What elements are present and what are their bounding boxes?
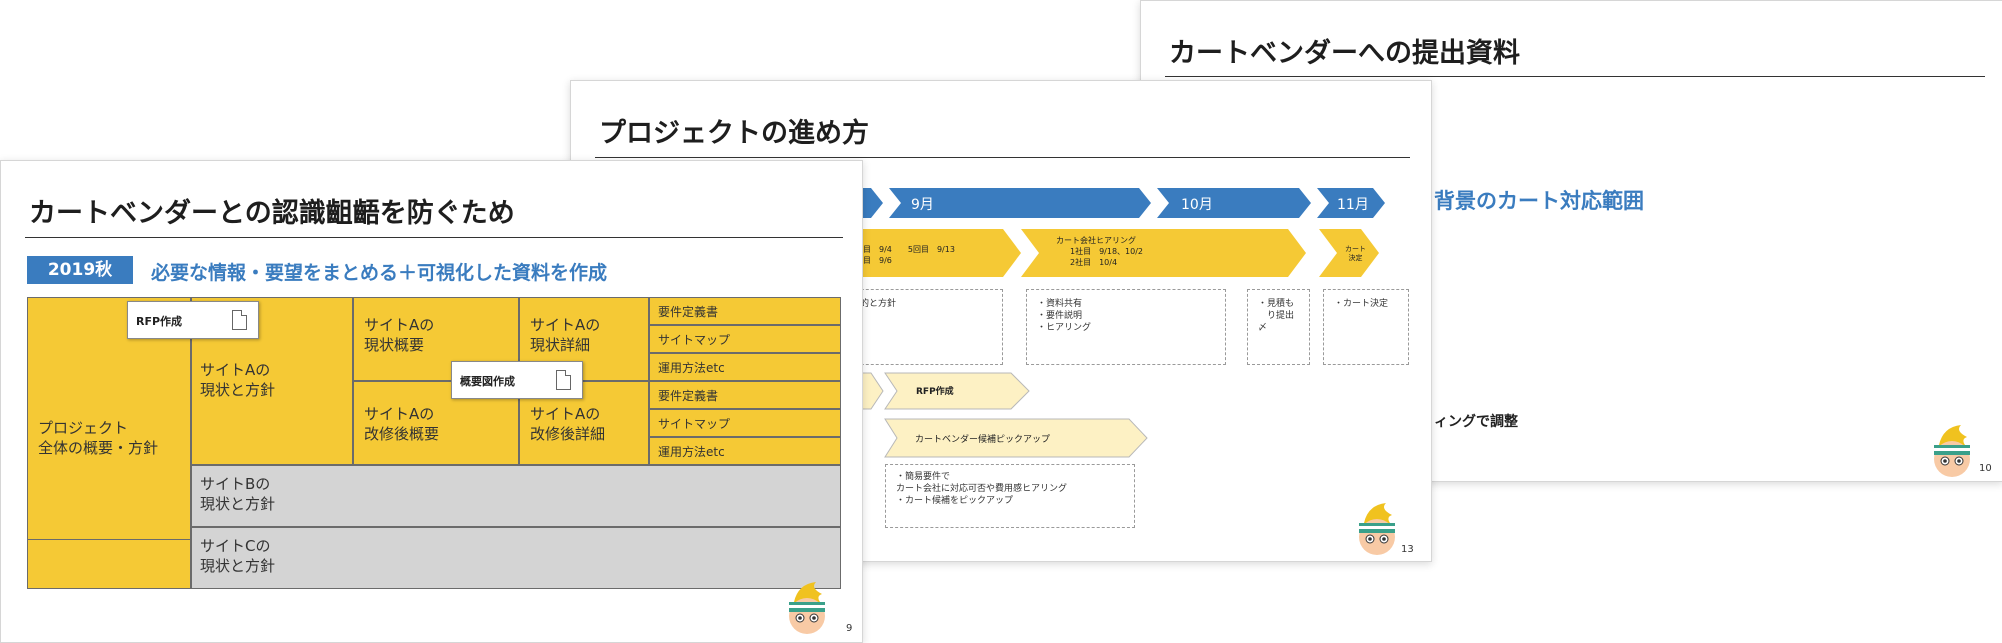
pickup-chevron — [884, 418, 1148, 458]
site-c-policy-cell: サイトCの 現状と方針 — [191, 527, 841, 589]
detail-box-d: ・カート決定 — [1323, 289, 1409, 365]
season-badge: 2019秋 — [27, 256, 133, 284]
detail-box-e: ・簡易要件で カート会社に対応可否や費用感ヒアリング ・カート候補をピックアップ — [885, 464, 1135, 528]
rfp-note: RFP作成 — [127, 301, 259, 339]
subtitle: 必要な情報・要望をまとめる＋可視化した資料を作成 — [151, 262, 608, 284]
page-number: 13 — [1401, 544, 1414, 555]
doc-cell-sitemap-1: サイトマップ — [649, 325, 841, 353]
phase-chevrons — [831, 229, 1379, 277]
slide-9: カートベンダーとの認識齟齬を防ぐため 2019秋 必要な情報・要望をまとめる＋可… — [0, 160, 863, 643]
site-a-current-detail-cell: サイトAの 現状詳細 — [519, 297, 649, 381]
doc-cell-sitemap-2: サイトマップ — [649, 409, 841, 437]
doc-cell-requirements-1: 要件定義書 — [649, 297, 841, 325]
doc-cell-operation-1: 運用方法etc — [649, 353, 841, 381]
rfp-chevron-label: RFP作成 — [916, 387, 954, 397]
title-rule — [595, 157, 1410, 158]
month-arrow-10 — [1157, 188, 1311, 218]
phase-chevron-c — [1319, 229, 1379, 277]
doc-cell-requirements-2: 要件定義書 — [649, 381, 841, 409]
month-9-label: 9月 — [911, 197, 934, 213]
site-b-policy-cell: サイトBの 現状と方針 — [191, 465, 841, 527]
month-arrow-9 — [889, 188, 1151, 218]
slide-title: プロジェクトの進め方 — [599, 118, 869, 149]
mascot-icon — [1934, 425, 1970, 477]
overview-note-label: 概要図作成 — [460, 375, 515, 388]
slide-title: カートベンダーへの提出資料 — [1169, 38, 1520, 69]
phase-chevron-b — [1021, 229, 1306, 277]
rfp-note-label: RFP作成 — [136, 315, 183, 328]
month-arrow-11 — [1317, 188, 1385, 218]
month-arrows — [831, 188, 1385, 218]
document-icon — [556, 370, 571, 390]
body-text: ィングで調整 — [1434, 414, 1518, 430]
rfp-chevron — [884, 372, 1030, 410]
month-10-label: 10月 — [1181, 197, 1213, 213]
page-number: 9 — [846, 623, 853, 634]
doc-cell-operation-2: 運用方法etc — [649, 437, 841, 465]
phase-chevron-a — [831, 229, 1021, 277]
title-rule — [1165, 76, 1985, 77]
page-number: 10 — [1979, 463, 1992, 474]
phase-c-text: カート 決定 — [1345, 245, 1366, 262]
title-rule — [25, 237, 843, 238]
mascot-icon — [789, 582, 825, 634]
pickup-chevron-label: カートベンダー候補ピックアップ — [915, 435, 1051, 445]
phase-b-text: カート会社ヒアリング 1社目 9/18、10/2 2社目 10/4 — [1056, 236, 1144, 267]
mascot-icon — [1359, 503, 1395, 555]
document-icon — [232, 310, 247, 330]
detail-box-b: ・資料共有 ・要件説明 ・ヒアリング — [1026, 289, 1226, 365]
phase-a-text: 目 9/4 5回目 9/13 目 9/6 — [863, 245, 955, 265]
overview-diagram-note: 概要図作成 — [451, 361, 583, 399]
section-heading: 背景のカート対応範囲 — [1434, 189, 1644, 213]
slide-title: カートベンダーとの認識齟齬を防ぐため — [29, 198, 515, 229]
month-11-label: 11月 — [1337, 197, 1369, 213]
project-overview-cell-base — [27, 540, 191, 589]
detail-box-c: ・見積も り提出〆 — [1247, 289, 1310, 365]
